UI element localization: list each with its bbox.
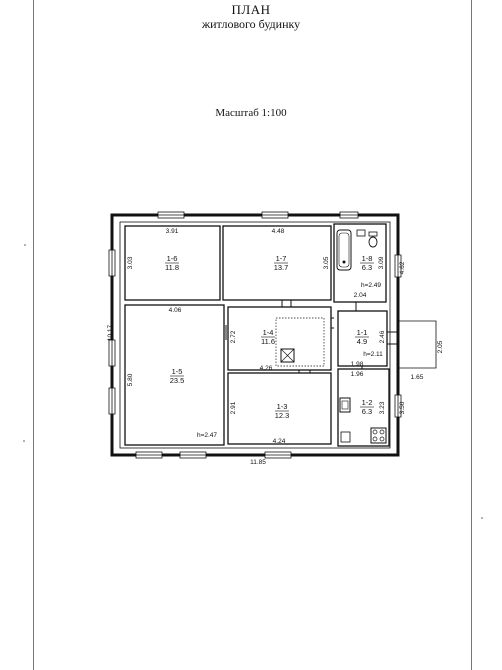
appliance-icon — [340, 431, 351, 443]
dim-3-09: 3.09 — [378, 256, 385, 269]
kitchen-sink-icon — [339, 397, 351, 413]
dimension-labels: 3.91 4.48 3.03 3.05 3.09 4.62 h=2.49 2.0… — [107, 228, 444, 466]
dim-3-05: 3.05 — [323, 256, 330, 269]
plan-title: ПЛАН — [231, 2, 271, 17]
room-area-1-7: 13.7 — [274, 263, 289, 272]
scan-speck — [23, 440, 25, 442]
room-id-1-8: 1-8 — [362, 254, 373, 263]
scan-speck — [24, 244, 26, 246]
bathtub-icon — [336, 229, 352, 271]
page-left-border — [33, 0, 34, 670]
room-area-1-6: 11.8 — [165, 263, 179, 272]
dim-4-62: 4.62 — [399, 261, 406, 274]
dim-4-26: 4.26 — [260, 365, 273, 372]
room-outline-1-3 — [227, 372, 332, 445]
dim-3-91: 3.91 — [166, 228, 179, 235]
outer-wall — [110, 213, 400, 457]
dim-5-80: 5.80 — [127, 373, 134, 386]
dim-2-04: 2.04 — [354, 292, 367, 299]
page-right-border — [471, 0, 472, 670]
doors — [219, 258, 398, 373]
dim-1-98: 1.98 — [351, 361, 364, 368]
dim-3-50: 3.50 — [399, 401, 406, 414]
room-id-1-5: 1-5 — [172, 367, 183, 376]
scan-speck — [481, 517, 483, 519]
scale-label: Масштаб 1:100 — [215, 107, 287, 119]
plan-subtitle: житлового будинку — [201, 17, 301, 31]
dim-2-46: 2.46 — [379, 330, 386, 343]
room-area-1-4: 11.6 — [261, 337, 275, 346]
dim-4-06: 4.06 — [169, 307, 182, 314]
porch-outline — [398, 320, 437, 369]
sink-icon — [356, 229, 366, 237]
cooktop-icon — [370, 427, 387, 444]
room-area-1-3: 12.3 — [275, 411, 290, 420]
dim-4-24: 4.24 — [273, 438, 286, 445]
room-labels: 1-6 11.8 1-7 13.7 1-8 6.3 1-5 23.5 1-4 1… — [165, 254, 374, 420]
room-id-1-3: 1-3 — [277, 402, 288, 411]
room-id-1-1: 1-1 — [357, 328, 368, 337]
room-area-1-5: 23.5 — [170, 376, 185, 385]
room-id-1-6: 1-6 — [167, 254, 178, 263]
dim-2-72: 2.72 — [230, 330, 237, 343]
dim-2-91: 2.91 — [230, 401, 237, 414]
dim-h-2-49: h=2.49 — [361, 282, 381, 289]
dim-3-03: 3.03 — [127, 256, 134, 269]
room-outline-1-8 — [333, 223, 387, 303]
toilet-icon — [368, 236, 378, 248]
dim-1-96: 1.96 — [351, 371, 364, 378]
dim-2-05: 2.05 — [437, 340, 444, 353]
dim-4-48: 4.48 — [272, 228, 285, 235]
room-area-1-2: 6.3 — [362, 407, 372, 416]
dim-3-23: 3.23 — [379, 401, 386, 414]
room-area-1-1: 4.9 — [357, 337, 367, 346]
room-area-1-8: 6.3 — [362, 263, 372, 272]
room-outline-1-7 — [222, 225, 332, 301]
room-id-1-7: 1-7 — [276, 254, 287, 263]
dim-h-2-11: h=2.11 — [363, 351, 383, 358]
dim-10-17: 10.17 — [107, 324, 114, 341]
stove-icon — [280, 348, 295, 363]
room-outline-1-4 — [227, 306, 332, 371]
room-outline-1-5 — [124, 304, 225, 446]
dim-11-85: 11.85 — [250, 459, 266, 466]
dim-1-65: 1.65 — [411, 374, 424, 381]
inner-wall-line — [119, 221, 391, 449]
dim-h-2-47: h=2.47 — [197, 432, 217, 439]
room-id-1-2: 1-2 — [362, 398, 373, 407]
room-id-1-4: 1-4 — [263, 328, 274, 337]
hatch-outline — [275, 317, 325, 367]
windows — [108, 211, 402, 459]
room-outline-1-2 — [337, 368, 390, 447]
